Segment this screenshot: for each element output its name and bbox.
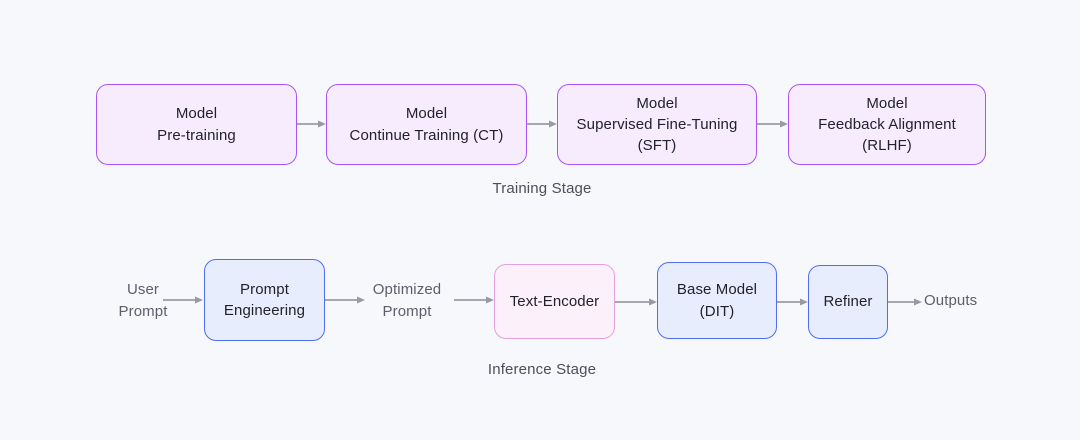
node-line-1: Model xyxy=(636,94,678,112)
inference-stage-caption: Inference Stage xyxy=(487,361,597,378)
node-refiner[interactable]: Refiner xyxy=(808,265,888,339)
node-model-rlhf[interactable]: Model Feedback Alignment (RLHF) xyxy=(788,84,986,165)
node-line-2: (DIT) xyxy=(699,302,735,320)
arrow-basemodel-to-refiner xyxy=(777,292,808,312)
node-line-1: Base Model xyxy=(676,281,758,299)
node-line-2: Supervised Fine-Tuning xyxy=(576,115,738,133)
node-model-continue-training[interactable]: Model Continue Training (CT) xyxy=(326,84,527,165)
node-prompt-engineering[interactable]: Prompt Engineering xyxy=(204,259,325,341)
label-user-prompt: User Prompt xyxy=(100,278,186,324)
arrow-sft-to-rlhf xyxy=(757,114,788,134)
node-model-sft[interactable]: Model Supervised Fine-Tuning (SFT) xyxy=(557,84,757,165)
label-line-2: Prompt xyxy=(382,303,432,320)
node-line-2: Feedback Alignment xyxy=(818,115,956,133)
node-line-3: (RLHF) xyxy=(862,137,912,155)
node-line-1: Model xyxy=(405,105,448,123)
node-line-2: Engineering xyxy=(223,302,306,319)
arrow-refiner-to-outputs xyxy=(888,292,922,312)
arrow-textencoder-to-basemodel xyxy=(615,292,657,312)
node-line-2: Pre-training xyxy=(157,126,236,144)
arrow-pretraining-to-continue xyxy=(297,114,326,134)
label-line-1: Optimized xyxy=(372,281,442,299)
node-line-1: Model xyxy=(866,94,908,112)
node-line-1: Refiner xyxy=(823,293,873,311)
node-model-pre-training[interactable]: Model Pre-training xyxy=(96,84,297,165)
training-stage-caption: Training Stage xyxy=(492,180,592,197)
node-line-1: Prompt xyxy=(240,280,289,298)
node-line-2: Continue Training (CT) xyxy=(349,126,504,144)
label-line-1: Outputs xyxy=(924,292,978,310)
node-line-1: Model xyxy=(175,105,218,123)
node-text-encoder[interactable]: Text-Encoder xyxy=(494,264,615,339)
arrow-continue-to-sft xyxy=(527,114,557,134)
node-base-model[interactable]: Base Model (DIT) xyxy=(657,262,777,339)
node-line-1: Text-Encoder xyxy=(509,292,600,310)
node-line-3: (SFT) xyxy=(637,137,677,155)
label-outputs: Outputs xyxy=(924,289,1014,313)
label-line-2: Prompt xyxy=(118,303,168,320)
arrow-optimizedprompt-to-textencoder xyxy=(454,290,494,310)
label-line-1: User xyxy=(126,281,160,299)
label-optimized-prompt: Optimized Prompt xyxy=(360,278,454,324)
arrow-promptengineering-to-optimizedprompt xyxy=(325,290,365,310)
